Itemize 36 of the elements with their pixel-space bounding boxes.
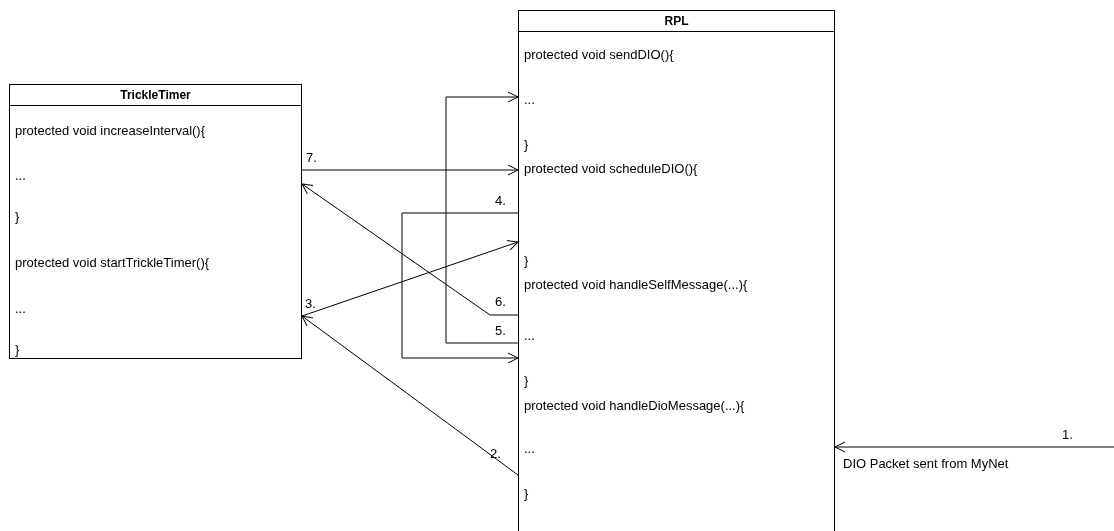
code-line: protected void handleDioMessage(...){ (524, 398, 745, 413)
code-line: protected void scheduleDIO(){ (524, 161, 698, 176)
edge-label: 3. (305, 296, 316, 311)
arrow (301, 164, 519, 176)
code-line: ... (15, 301, 26, 316)
class-box (9, 84, 302, 359)
arrow (301, 315, 519, 476)
code-line: protected void increaseInterval(){ (15, 123, 206, 138)
code-line: protected void startTrickleTimer(){ (15, 255, 210, 270)
edge-label: 4. (495, 193, 506, 208)
edge-label: 7. (306, 150, 317, 165)
code-line: protected void sendDIO(){ (524, 47, 674, 62)
code-line: } (524, 137, 529, 152)
arrow (834, 441, 1114, 453)
arrow (445, 91, 519, 344)
edge-label: 6. (495, 294, 506, 309)
edge-label: 2. (490, 446, 501, 461)
code-line: ... (524, 441, 535, 456)
code-line: } (15, 342, 20, 357)
code-line: ... (15, 168, 26, 183)
class-box (518, 10, 835, 531)
edge-label: 5. (495, 323, 506, 338)
class-name: TrickleTimer (120, 88, 191, 102)
arrow (301, 183, 519, 316)
class-name: RPL (664, 14, 689, 28)
code-line: ... (524, 328, 535, 343)
edge-label: 1. (1062, 427, 1073, 442)
arrow (401, 212, 519, 364)
code-line: protected void handleSelfMessage(...){ (524, 277, 748, 292)
arrow (301, 240, 519, 317)
code-line: } (524, 253, 529, 268)
code-line: ... (524, 92, 535, 107)
code-line: } (524, 373, 529, 388)
code-line: } (15, 209, 20, 224)
code-line: } (524, 486, 529, 501)
note-text: DIO Packet sent from MyNet (843, 456, 1009, 471)
